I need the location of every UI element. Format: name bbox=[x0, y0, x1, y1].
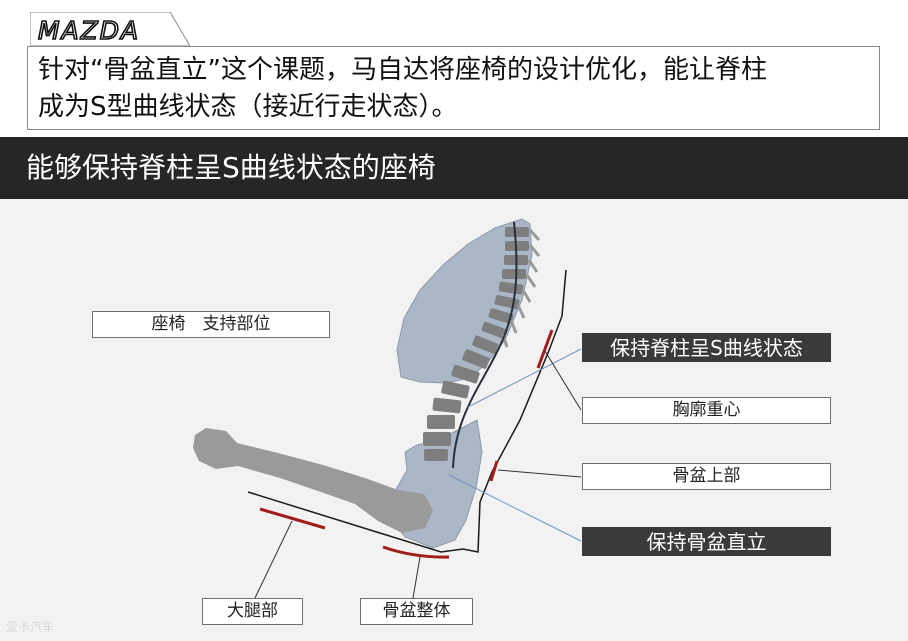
spine-s-curve bbox=[452, 221, 518, 469]
label-keep-pelvis-upright: 保持骨盆直立 bbox=[582, 527, 831, 556]
label-thigh: 大腿部 bbox=[202, 598, 303, 625]
support-marks bbox=[259, 329, 554, 559]
intro-line-2: 成为S型曲线状态（接近行走状态）。 bbox=[38, 92, 458, 122]
label-keep-spine-s: 保持脊柱呈S曲线状态 bbox=[582, 333, 831, 362]
label-pelvis-upper: 骨盆上部 bbox=[582, 463, 831, 490]
label-seat-support: 座椅 支持部位 bbox=[92, 311, 330, 338]
label-chest-center: 胸廓重心 bbox=[582, 397, 831, 424]
intro-text-box: 针对“骨盆直立”这个课题，马自达将座椅的设计优化，能让脊柱 成为S型曲线状态（接… bbox=[27, 46, 880, 130]
label-pelvis-whole: 骨盆整体 bbox=[360, 598, 473, 625]
torso-shape bbox=[396, 218, 533, 384]
mazda-logo: MAZDA bbox=[29, 11, 192, 47]
section-title: 能够保持脊柱呈S曲线状态的座椅 bbox=[0, 137, 908, 199]
watermark: 爱卡汽车 bbox=[6, 620, 55, 634]
intro-line-1: 针对“骨盆直立”这个课题，马自达将座椅的设计优化，能让脊柱 bbox=[38, 55, 767, 85]
header: MAZDA 针对“骨盆直立”这个课题，马自达将座椅的设计优化，能让脊柱 成为S型… bbox=[0, 0, 908, 137]
seat-diagram: 座椅 支持部位 保持脊柱呈S曲线状态 胸廓重心 骨盆上部 保持骨盆直立 大腿部 … bbox=[0, 199, 908, 641]
leader-lines bbox=[254, 348, 582, 599]
seat-illustration bbox=[193, 218, 582, 599]
femur-bone bbox=[193, 428, 433, 533]
seat-outline bbox=[247, 269, 567, 553]
spine-vertebrae bbox=[423, 227, 529, 461]
logo-text: MAZDA bbox=[38, 16, 140, 45]
